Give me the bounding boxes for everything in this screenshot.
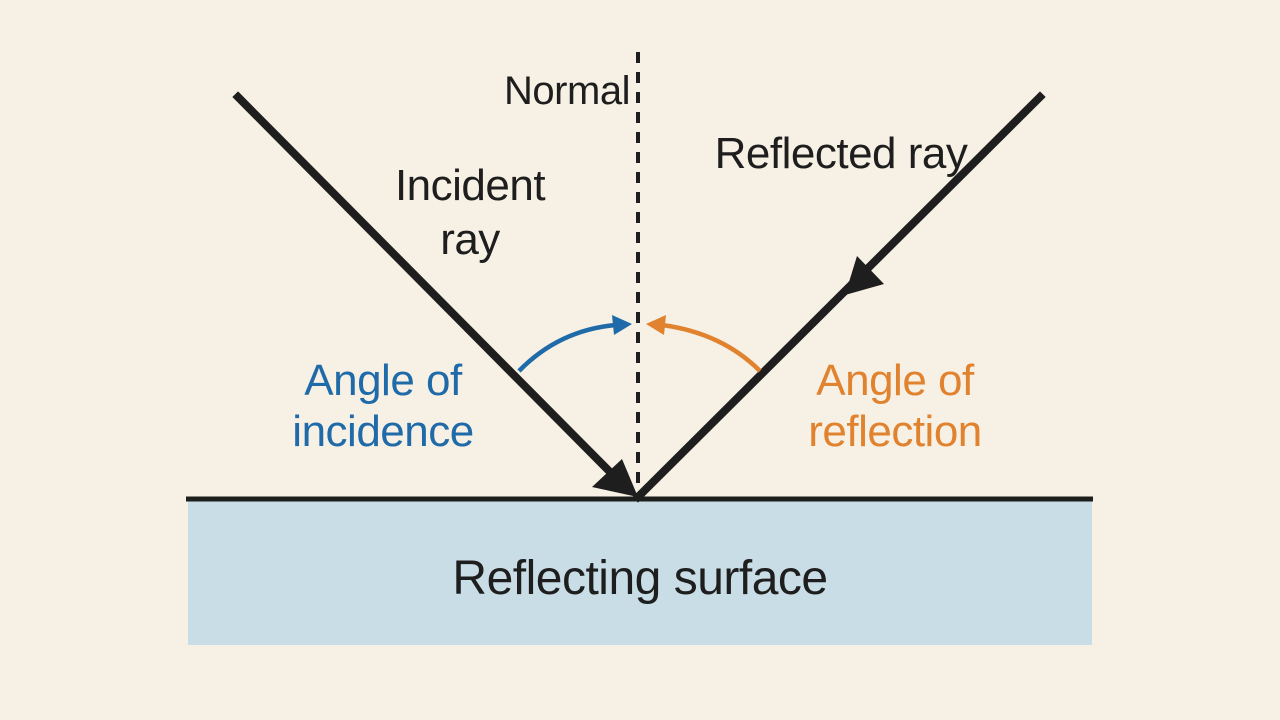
reflected-arrowhead-icon [845,256,884,295]
incidence-arc [517,322,617,373]
angle-of-reflection-label-line1: Angle of [816,356,975,405]
incident-ray [232,91,618,480]
reflecting-surface-block [188,499,1092,645]
reflected-ray-label: Reflected ray [715,129,968,178]
angle-of-incidence-label-line1: Angle of [304,356,463,405]
angle-of-incidence-label-line2: incidence [292,407,473,456]
reflection-arc [661,322,762,373]
reflecting-surface-label: Reflecting surface [452,552,827,605]
incident-ray-label-line1: Incident [395,161,545,210]
reflected-ray [632,91,1046,503]
reflection-arc-arrowhead-icon [646,315,666,335]
incident-arrowhead-icon [592,459,638,497]
normal-label: Normal [504,69,630,113]
angle-of-reflection-label-line2: reflection [808,407,982,456]
incidence-arc-arrowhead-icon [612,315,632,335]
incident-ray-label-line2: ray [440,215,500,264]
